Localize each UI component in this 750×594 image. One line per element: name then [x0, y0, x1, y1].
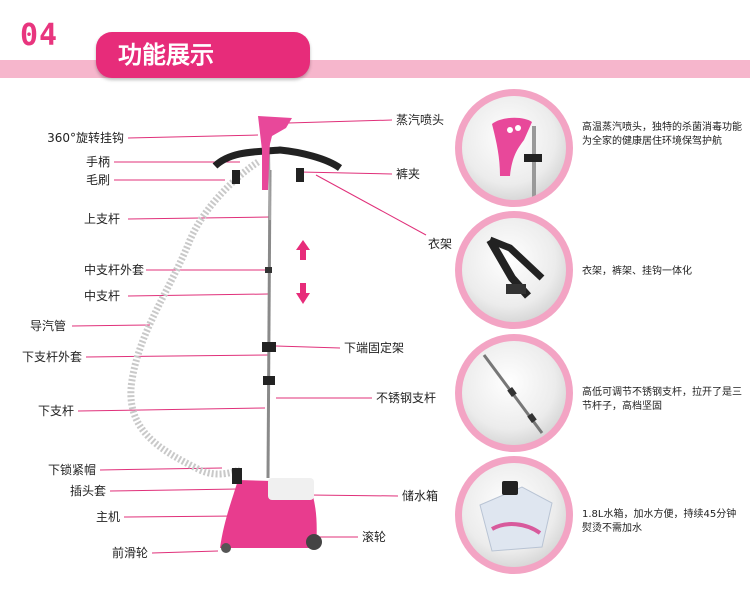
label-middle-rod-sleeve: 中支杆外套 — [83, 263, 144, 277]
label-front-caster: 前滑轮 — [111, 546, 148, 560]
down-arrow-icon — [296, 283, 310, 304]
label-plug-sleeve: 插头套 — [69, 484, 106, 498]
feature-circle-rod — [455, 334, 573, 452]
label-bottom-bracket: 下端固定架 — [344, 341, 405, 355]
label-water-tank: 储水箱 — [402, 489, 439, 503]
steam-nozzle-image — [492, 117, 542, 200]
label-steam-nozzle: 蒸汽喷头 — [396, 113, 445, 127]
section-title: 功能展示 — [96, 32, 310, 78]
up-arrow-icon — [296, 240, 310, 260]
feature-desc-tank: 1.8L水箱，加水方便，持续45分钟熨烫不需加水 — [582, 509, 737, 534]
label-swivel-hook: 360°旋转挂钩 — [47, 131, 124, 145]
feature-desc-rod: 高低可调节不锈钢支杆，拉开了是三节杆子，高档坚固 — [582, 387, 742, 412]
label-lower-lock-nut: 下锁紧帽 — [47, 463, 96, 477]
label-steel-rod: 不锈钢支杆 — [376, 391, 437, 405]
feature-circle-hanger — [455, 211, 573, 329]
feature-circle-nozzle — [455, 89, 573, 207]
label-middle-rod: 中支杆 — [83, 289, 120, 303]
section-number: 04 — [20, 18, 59, 53]
label-main-unit: 主机 — [95, 510, 120, 524]
feature-desc-hanger: 衣架，裤架、挂钩一体化 — [582, 266, 692, 277]
label-trouser-clip: 裤夹 — [396, 167, 421, 181]
label-steam-hose: 导汽管 — [29, 319, 66, 333]
steel-rod-image — [482, 354, 544, 434]
water-tank-image — [479, 481, 553, 552]
label-hanger: 衣架 — [428, 237, 453, 251]
label-lower-rod-sleeve: 下支杆外套 — [21, 350, 82, 364]
label-brush: 毛刷 — [85, 173, 110, 187]
feature-circle-tank — [455, 456, 573, 574]
label-roller: 滚轮 — [362, 530, 387, 544]
label-handle: 手柄 — [85, 155, 110, 169]
label-upper-rod: 上支杆 — [83, 212, 120, 226]
label-lower-rod: 下支杆 — [37, 404, 74, 418]
feature-desc-nozzle: 高温蒸汽喷头，独特的杀菌消毒功能为全家的健康居住环境保驾护航 — [582, 122, 742, 147]
hanger-image — [486, 236, 545, 299]
